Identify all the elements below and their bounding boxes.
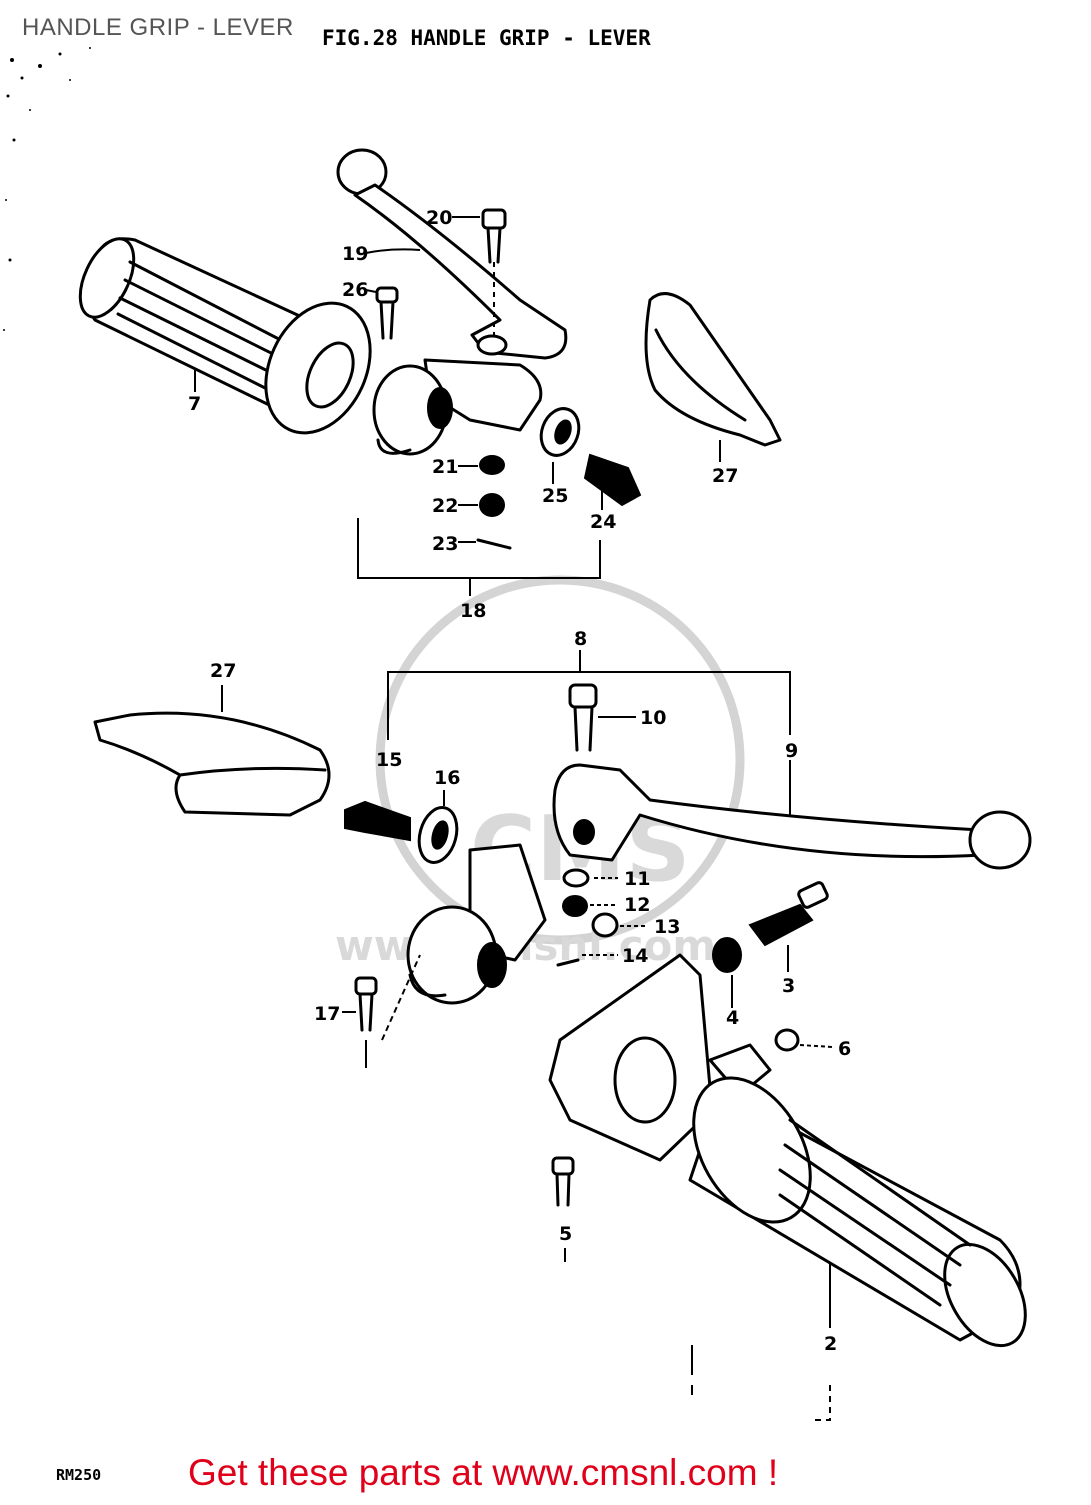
promo-link[interactable]: Get these parts at www.cmsnl.com ! bbox=[188, 1452, 779, 1493]
callout-15: 15 bbox=[376, 749, 402, 771]
callout-11: 11 bbox=[624, 868, 650, 890]
part-10-pivot-bolt bbox=[568, 683, 598, 752]
callout-20: 20 bbox=[426, 207, 452, 229]
part-7-left-grip bbox=[78, 237, 372, 435]
callout-25: 25 bbox=[542, 485, 568, 507]
part-9-lower-lever bbox=[552, 763, 1032, 870]
scan-marks-bottom bbox=[691, 1345, 831, 1421]
callout-21: 21 bbox=[432, 456, 458, 478]
callout-leaders bbox=[194, 216, 833, 1048]
part-25-washer bbox=[539, 407, 581, 457]
page-title: HANDLE GRIP - LEVER bbox=[22, 14, 294, 41]
part-27-lower-lever-cover bbox=[93, 711, 331, 817]
callout-6: 6 bbox=[838, 1038, 851, 1060]
lower-lever-bracket bbox=[406, 843, 547, 1005]
part-26-screw bbox=[375, 286, 399, 340]
part-5-screw bbox=[551, 1156, 575, 1262]
throttle-housing bbox=[548, 953, 772, 1162]
figure-title: FIG.28 HANDLE GRIP - LEVER bbox=[322, 26, 651, 50]
callout-3: 3 bbox=[782, 975, 795, 997]
part-19-upper-lever bbox=[336, 148, 568, 360]
callout-13: 13 bbox=[654, 916, 680, 938]
callout-2: 2 bbox=[824, 1333, 837, 1355]
part-16-washer bbox=[417, 806, 459, 864]
callout-5: 5 bbox=[559, 1223, 572, 1245]
callout-14: 14 bbox=[622, 945, 648, 967]
part-15-adjuster-bolt bbox=[344, 800, 411, 842]
callout-18: 18 bbox=[460, 600, 486, 622]
part-3-cable-adjuster bbox=[748, 881, 829, 947]
watermark-ring bbox=[375, 575, 745, 945]
group-8-bracket bbox=[387, 650, 791, 815]
scan-noise bbox=[3, 47, 91, 331]
callout-9: 9 bbox=[785, 740, 798, 762]
part-24-adjuster-bolt bbox=[583, 453, 642, 507]
part-4-nut bbox=[712, 937, 742, 973]
callout-24: 24 bbox=[590, 511, 616, 533]
part-2-right-grip bbox=[688, 1076, 1027, 1348]
parts-11-14-fasteners bbox=[556, 868, 619, 967]
callout-22: 22 bbox=[432, 495, 458, 517]
callout-23: 23 bbox=[432, 533, 458, 555]
callout-27-upper: 27 bbox=[712, 465, 738, 487]
part-27-upper-lever-cover bbox=[644, 292, 782, 447]
callout-17: 17 bbox=[314, 1003, 340, 1025]
part-6-nut bbox=[774, 1028, 800, 1052]
callout-7: 7 bbox=[188, 393, 201, 415]
callout-19: 19 bbox=[342, 243, 368, 265]
part-17-screw bbox=[354, 954, 421, 1068]
drawing-code: RM250 bbox=[56, 1466, 102, 1484]
callout-8: 8 bbox=[574, 628, 587, 650]
callout-26: 26 bbox=[342, 279, 368, 301]
part-20-pivot-bolt bbox=[481, 208, 507, 335]
group-18-bracket bbox=[357, 518, 601, 596]
callout-numbers: 20 19 26 7 21 22 23 25 24 27 18 8 27 10 … bbox=[188, 207, 851, 1355]
callout-27-lower: 27 bbox=[210, 660, 236, 682]
callout-10: 10 bbox=[640, 707, 666, 729]
callout-16: 16 bbox=[434, 767, 460, 789]
parts-21-23-fasteners bbox=[476, 455, 512, 550]
callout-4: 4 bbox=[726, 1007, 739, 1029]
upper-lever-bracket bbox=[372, 358, 543, 456]
callout-12: 12 bbox=[624, 894, 650, 916]
